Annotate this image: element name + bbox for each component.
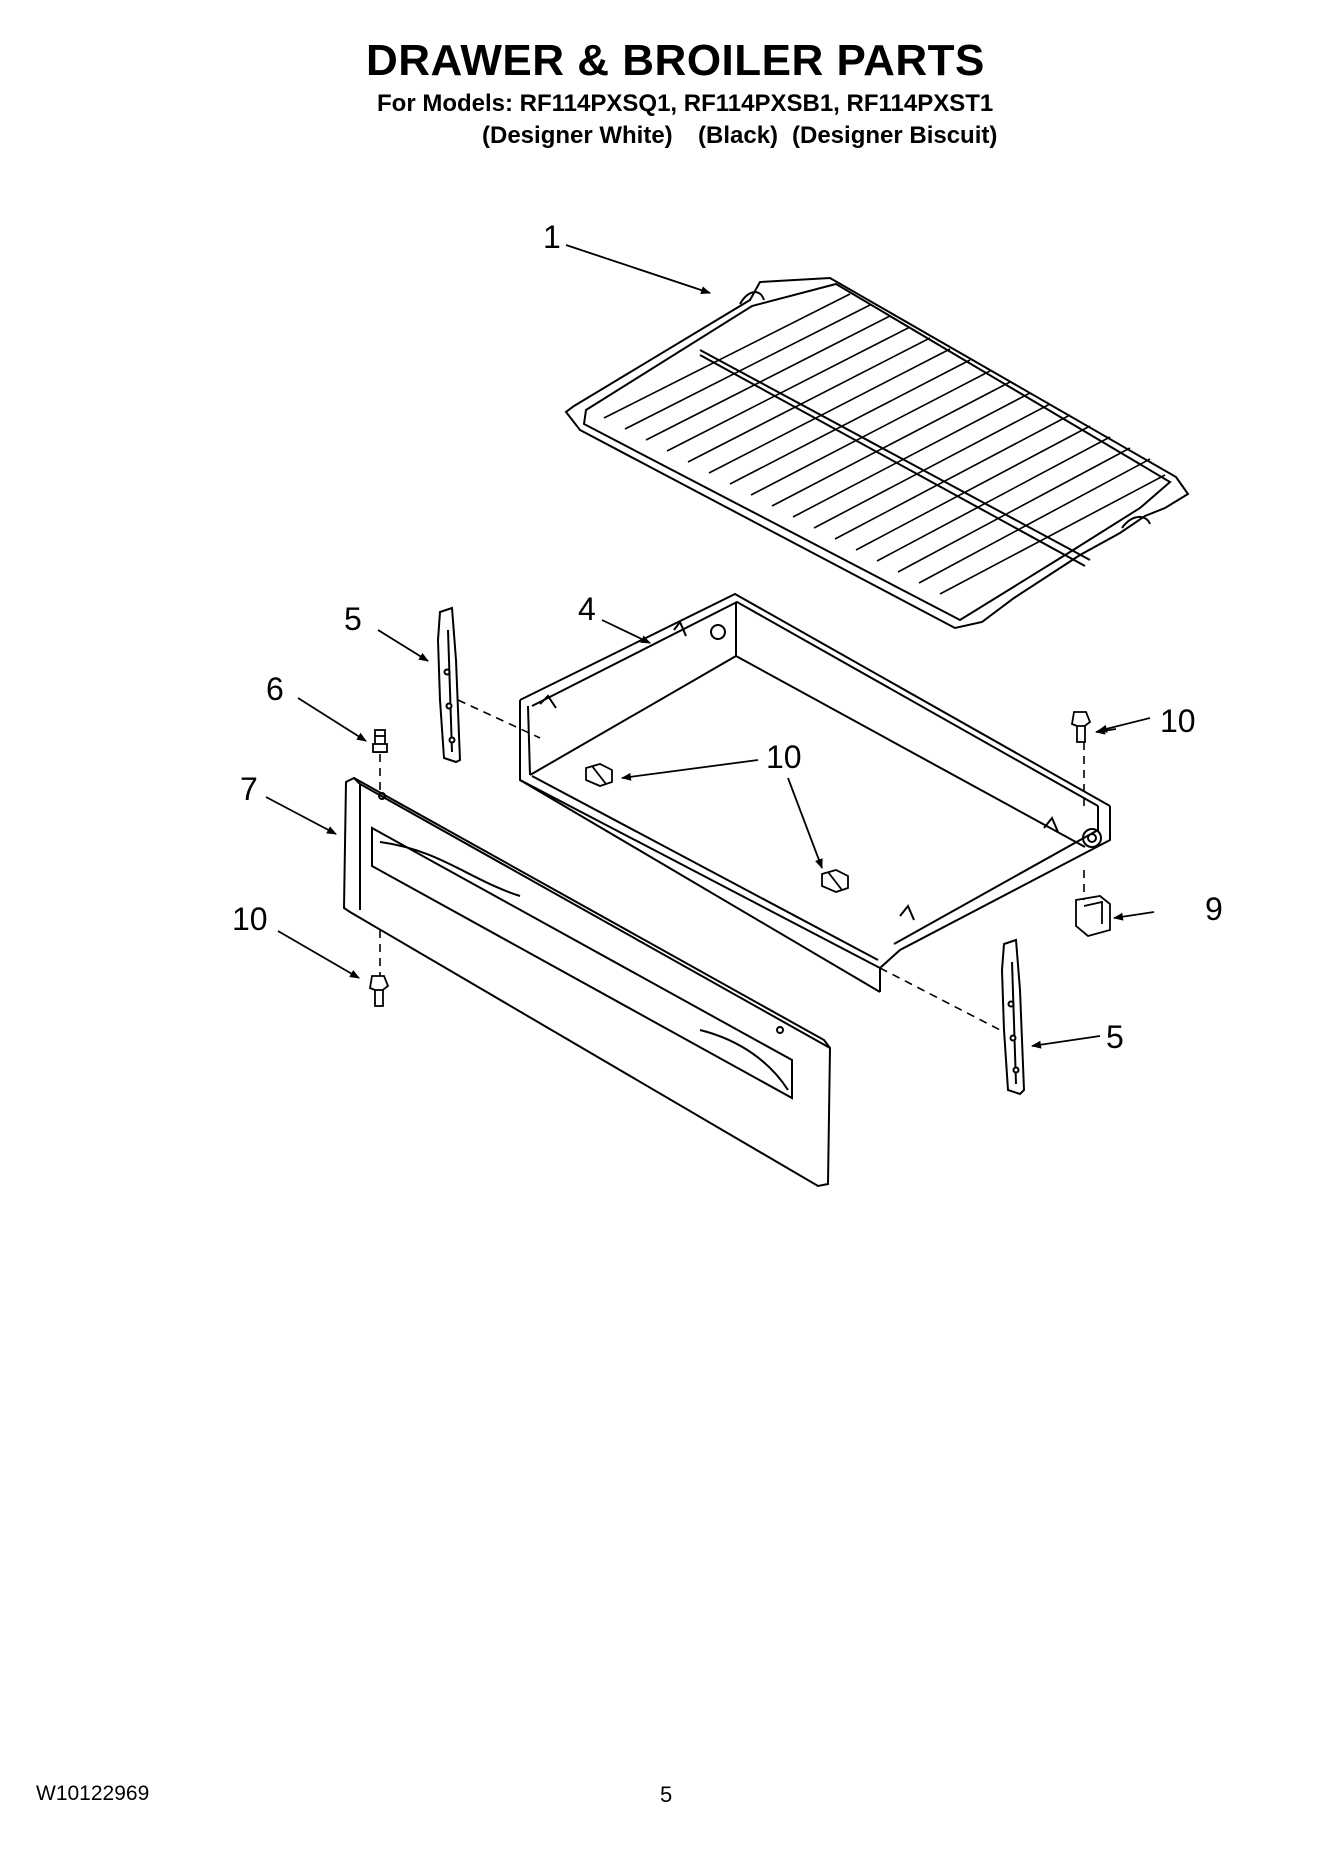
color-black: (Black) <box>698 122 779 149</box>
screw-part-10-center <box>585 763 613 787</box>
callout-part-5-right: 5 <box>1106 1019 1124 1055</box>
callout-part-10-top-right: 10 <box>1160 703 1196 739</box>
drawer-slide-left <box>436 606 462 764</box>
callout-part-5-left: 5 <box>344 601 362 637</box>
models-line: For Models: RF114PXSQ1, RF114PXSB1, RF11… <box>377 90 994 117</box>
leader-arrows <box>265 244 1155 1049</box>
callout-part-1: 1 <box>543 219 561 255</box>
callout-part-10-center: 10 <box>766 739 802 775</box>
screw-part-6 <box>372 729 388 753</box>
screw-part-10-lower <box>821 869 849 893</box>
color-designer-biscuit: (Designer Biscuit) <box>792 122 998 149</box>
color-designer-white: (Designer White) <box>482 122 673 149</box>
drawer-front-panel <box>342 776 832 1188</box>
broiler-rack <box>564 276 1190 630</box>
page-title: DRAWER & BROILER PARTS <box>366 36 985 85</box>
bracket-part-9 <box>1075 895 1111 937</box>
callout-part-4: 4 <box>578 591 596 627</box>
drawer-body <box>519 592 1111 993</box>
document-number: W10122969 <box>36 1782 150 1805</box>
callout-part-6: 6 <box>266 671 284 707</box>
callout-part-10-bottom-left: 10 <box>232 901 268 937</box>
page-number: 5 <box>660 1782 673 1807</box>
drawer-slide-right <box>1000 938 1026 1096</box>
callout-part-7: 7 <box>240 771 258 807</box>
screw-part-10-bottom-left <box>368 975 390 1007</box>
alignment-lines <box>379 699 1085 1033</box>
screw-part-10-top-right <box>1070 711 1092 743</box>
callout-part-9: 9 <box>1205 891 1223 927</box>
